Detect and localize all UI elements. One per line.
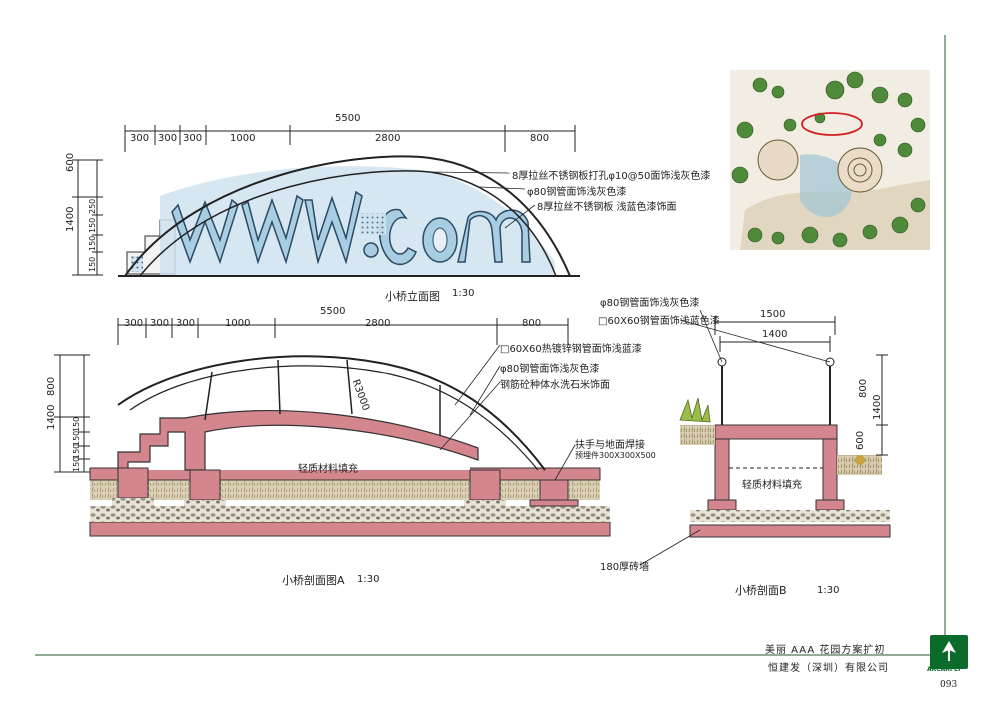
elev-title: 小桥立面图: [385, 290, 440, 303]
elev-total-dim: 5500: [335, 113, 361, 124]
elev-seg-2: 300: [158, 133, 178, 144]
seca-seg-5: 2800: [365, 318, 391, 329]
secb-note-1: φ80钢管面饰浅灰色漆: [600, 298, 700, 309]
elev-seg-5: 2800: [375, 133, 401, 144]
bridge-location-marker: [801, 112, 863, 136]
seca-fill-label: 轻质材料填充: [298, 464, 358, 475]
elev-note-3: 8厚拉丝不锈钢板 浅蓝色漆饰面: [537, 202, 677, 213]
elev-vdim-1: 600: [65, 152, 76, 172]
seca-note-4: 扶手与地面焊接: [575, 440, 645, 451]
elev-note-2: φ80钢管面饰浅灰色漆: [527, 187, 627, 198]
seca-vdim-6: 150: [72, 456, 81, 472]
elev-vdim-2: 1400: [65, 206, 76, 232]
site-plan-thumbnail: [730, 70, 930, 250]
secb-scale: 1:30: [817, 585, 840, 596]
company-name: 恒建发（深圳）有限公司: [768, 663, 889, 674]
seca-note-1: □60X60热镀锌钢管面饰浅蓝漆: [500, 344, 642, 355]
elev-vdim-5: 150: [88, 235, 97, 251]
seca-seg-6: 800: [522, 318, 542, 329]
seca-seg-3: 300: [176, 318, 196, 329]
project-name: 美丽 AAA 花园方案扩初: [765, 645, 886, 656]
elev-vdim-3: 250: [88, 198, 97, 214]
elev-vdim-4: 150: [88, 217, 97, 233]
elev-scale: 1:30: [452, 288, 475, 299]
seca-scale: 1:30: [357, 574, 380, 585]
seca-total-dim: 5500: [320, 306, 346, 317]
bridge-section-a: [54, 318, 611, 537]
seca-vdim-1: 800: [46, 376, 57, 396]
seca-seg-2: 300: [150, 318, 170, 329]
elev-seg-6: 800: [530, 133, 550, 144]
elev-seg-1: 300: [130, 133, 150, 144]
secb-vdim-1: 800: [858, 378, 869, 398]
seca-seg-4: 1000: [225, 318, 251, 329]
seca-vdim-2: 1400: [46, 404, 57, 430]
secb-vdim-3: 600: [855, 430, 866, 450]
seca-title: 小桥剖面图A: [282, 574, 345, 587]
elev-note-1: 8厚拉丝不锈钢板打孔φ10@50面饰浅灰色漆: [512, 171, 711, 182]
seca-wall-note: 180厚砖墙: [600, 562, 650, 573]
elev-vdim-6: 150: [88, 256, 97, 272]
seca-seg-1: 300: [124, 318, 144, 329]
bridge-elevation: [72, 125, 580, 277]
seca-note-2: φ80钢管面饰浅灰色漆: [500, 364, 600, 375]
page-number: 093: [940, 680, 958, 690]
secb-dim-2: 1400: [762, 329, 788, 340]
secb-note-2: □60X60钢管面饰浅蓝色漆: [598, 316, 720, 327]
company-logo: [930, 635, 968, 669]
secb-vdim-2: 1400: [872, 394, 883, 420]
secb-dim-1: 1500: [760, 309, 786, 320]
secb-fill-label: 轻质材料填充: [742, 480, 802, 491]
secb-title: 小桥剖面B: [735, 584, 787, 597]
elev-seg-3: 300: [183, 133, 203, 144]
seca-note-5: 预埋件300X300X500: [575, 451, 656, 460]
seca-note-3: 钢筋砼种体水洗石米饰面: [500, 380, 610, 391]
logo-leaf-icon: [942, 641, 956, 661]
seca-vdim-3: 150: [72, 416, 81, 432]
bridge-section-b: [639, 309, 891, 566]
elev-seg-4: 1000: [230, 133, 256, 144]
logo-text: ARCARFEI: [927, 666, 961, 673]
